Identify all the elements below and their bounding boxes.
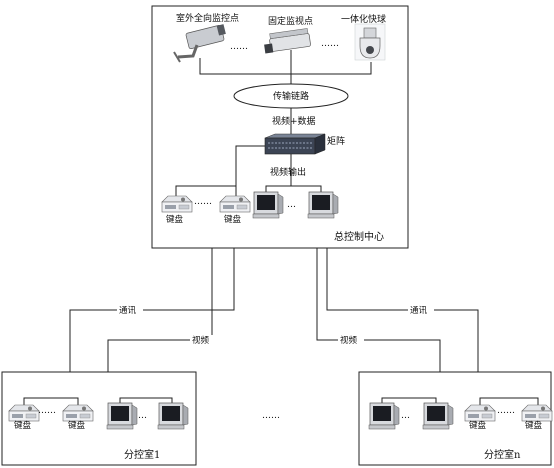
roomn-keyboard-1 xyxy=(464,404,496,422)
matrix-switch-icon xyxy=(264,133,326,155)
dome-camera-icon xyxy=(354,23,386,61)
branch-rooms-ellipsis: …… xyxy=(262,411,280,421)
camera-bus xyxy=(199,58,372,75)
roomn-monitor-2 xyxy=(422,402,454,430)
comm-label-left: 通讯 xyxy=(119,305,137,316)
room1-keyboard-2-label: 键盘 xyxy=(68,420,86,431)
matrix-to-keyboards xyxy=(235,145,265,186)
room1-monitor-1 xyxy=(106,402,138,430)
video-link-left xyxy=(107,248,213,372)
center-keyboard-1 xyxy=(161,195,193,213)
room1-keyboard-1 xyxy=(8,404,40,422)
center-monitor-1 xyxy=(252,191,284,219)
center-monitor-2 xyxy=(307,191,339,219)
center-keyboard-2-label: 键盘 xyxy=(224,214,242,225)
room1-keyboard-bus xyxy=(23,397,79,405)
center-monitor-ellipsis: … xyxy=(287,200,296,210)
branch-room-1-title: 分控室1 xyxy=(124,448,160,461)
roomn-monitor-bus xyxy=(381,397,437,405)
roomn-keyboard-2 xyxy=(521,404,553,422)
room1-monitor-bus xyxy=(119,397,173,405)
transmission-label: 传输链路 xyxy=(273,90,309,102)
camera-ellipsis-2: …… xyxy=(321,39,339,49)
matrix-label: 矩阵 xyxy=(327,135,345,147)
roomn-keyboard-ellipsis: …… xyxy=(497,406,515,416)
outdoor-ptz-camera-icon xyxy=(173,24,226,63)
room1-keyboard-2 xyxy=(62,404,94,422)
dome-camera-label: 一体化快球 xyxy=(341,13,386,25)
outdoor-ptz-label: 室外全向监控点 xyxy=(176,12,239,24)
roomn-keyboard-1-label: 键盘 xyxy=(469,420,487,431)
fixed-camera-label: 固定监视点 xyxy=(268,15,313,27)
video-link-right xyxy=(316,248,441,372)
room1-keyboard-ellipsis: …… xyxy=(38,406,56,416)
video-label-right: 视频 xyxy=(340,335,358,346)
roomn-keyboard-2-label: 键盘 xyxy=(525,420,543,431)
center-keyboard-ellipsis: …… xyxy=(194,197,212,207)
center-keyboard-1-label: 键盘 xyxy=(166,214,184,225)
room1-monitor-ellipsis: … xyxy=(138,411,147,421)
room1-monitor-2 xyxy=(157,402,189,430)
video-label-left: 视频 xyxy=(192,335,210,346)
fixed-camera-icon xyxy=(264,28,311,54)
camera-ellipsis-1: …… xyxy=(230,42,248,52)
roomn-monitor-1 xyxy=(368,402,400,430)
roomn-monitor-ellipsis: … xyxy=(401,411,410,421)
roomn-keyboard-bus xyxy=(479,397,539,405)
monitor-bus-center xyxy=(265,185,322,192)
control-center-title: 总控制中心 xyxy=(334,230,384,243)
comm-link-right xyxy=(326,248,479,372)
video-output-label: 视频输出 xyxy=(270,166,306,178)
keyboard-bus-center xyxy=(175,185,237,196)
comm-link-left xyxy=(69,248,235,372)
center-keyboard-2 xyxy=(219,195,251,213)
room1-keyboard-1-label: 键盘 xyxy=(14,420,32,431)
comm-label-right: 通讯 xyxy=(410,305,428,316)
video-data-label: 视频+数据 xyxy=(272,115,316,127)
branch-room-n-title: 分控室n xyxy=(484,448,521,461)
